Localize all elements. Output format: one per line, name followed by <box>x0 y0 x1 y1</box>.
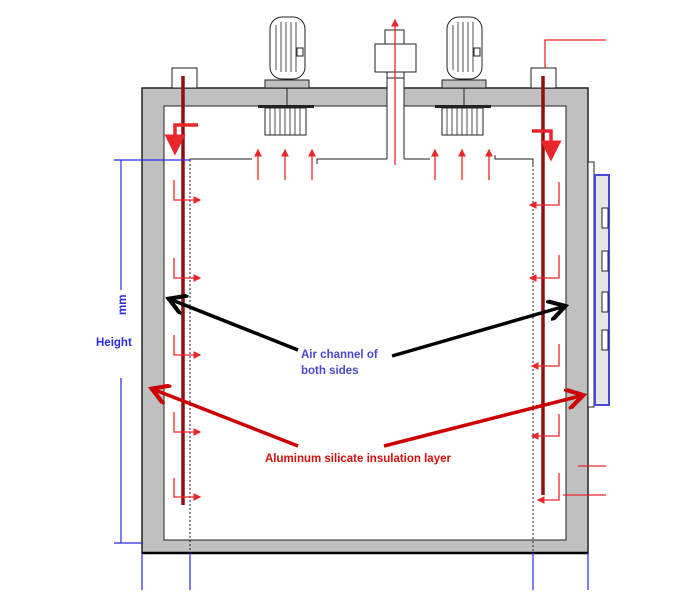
height-label: Height <box>96 337 132 349</box>
insulation-label: Aluminum silicate insulation layer <box>265 453 451 465</box>
fan-motor-right <box>435 16 491 136</box>
air-channel-label-line2: both sides <box>301 365 359 377</box>
air-channel-label-line1: Air channel of <box>301 349 378 361</box>
exhaust-vent <box>374 18 417 165</box>
door-panel <box>587 161 610 408</box>
fan-motor-left <box>258 16 314 136</box>
unit-label: mm <box>117 295 129 315</box>
pointer-arrows <box>155 300 580 448</box>
airflow-arrows <box>164 39 606 504</box>
height-dimension <box>114 159 589 590</box>
